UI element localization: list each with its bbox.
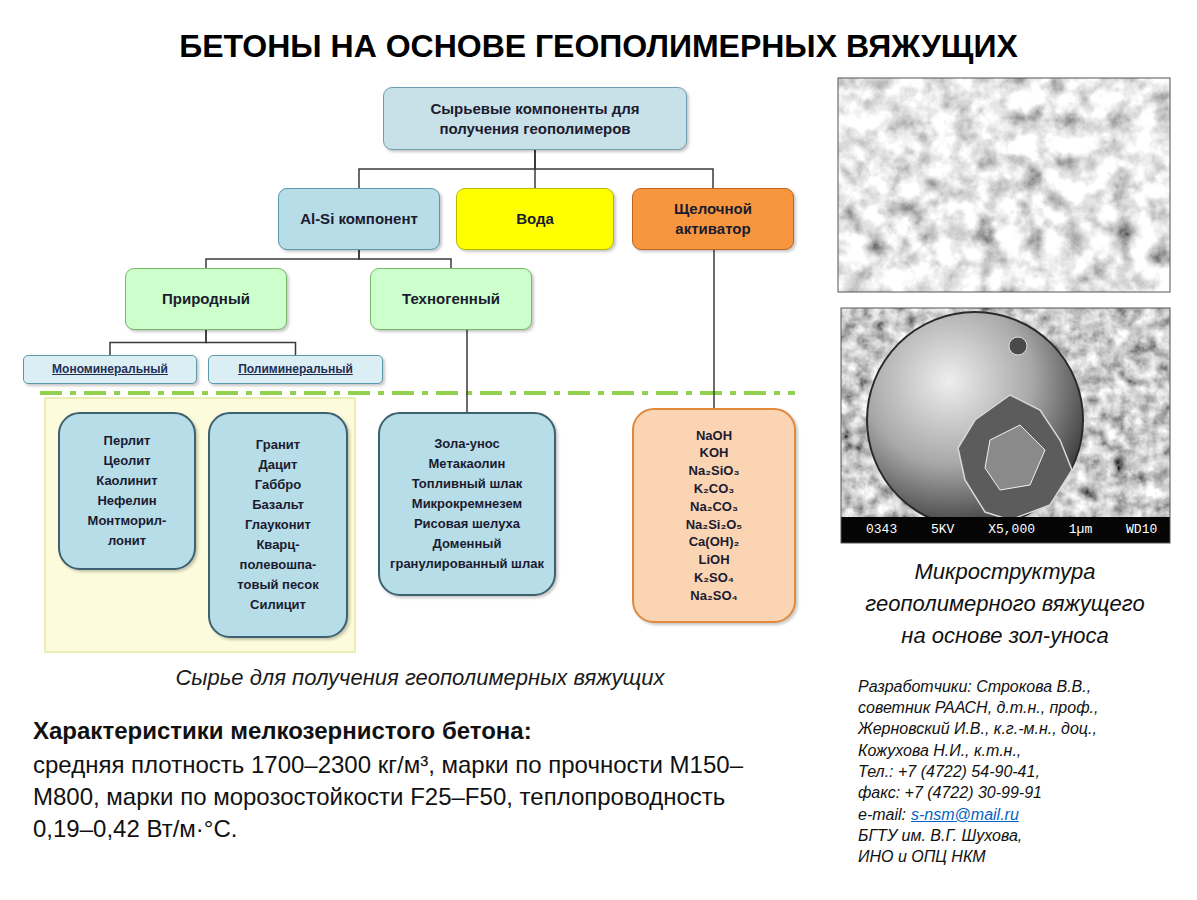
ash-sphere [867, 312, 1083, 528]
photo-frame [841, 308, 1170, 543]
tree-connector [535, 150, 713, 188]
tree-connector [359, 150, 535, 188]
box-text: Рисовая шелуха [388, 514, 546, 534]
box-text: Na₂SiO₃ [642, 462, 786, 480]
box-text: Na₂Si₂O₅ [642, 516, 786, 534]
contact-line: e-mail: [858, 805, 906, 825]
box-text: Топливный шлак [388, 474, 546, 494]
organisation-line: БГТУ им. В.Г. Шухова, [858, 826, 1022, 846]
box-text: Щелочной активатор [641, 199, 785, 239]
box-text: Природный [134, 289, 278, 309]
type-box: Мономинеральный [23, 355, 197, 384]
sem-scale-info: 0343 5KV X5,000 1µm WD10 [866, 522, 1157, 538]
box-text: Вода [465, 209, 605, 229]
activator-list: NaOHKOHNa₂SiO₃K₂CO₃Na₂CO₃Na₂Si₂O₅Ca(OH)₂… [632, 408, 796, 623]
box-text: Na₂SO₄ [642, 587, 786, 605]
tree-connector [466, 330, 468, 412]
sem-photo [841, 308, 1170, 543]
origin-box: Природный [125, 268, 287, 330]
category-box: Вода [456, 188, 614, 250]
developer-line: Жерновский И.В., к.г.-м.н., доц., [858, 719, 1097, 739]
tree-connector [206, 250, 359, 268]
box-text: Доменный гранулированный шлак [388, 534, 546, 574]
page-title: БЕТОНЫ НА ОСНОВЕ ГЕОПОЛИМЕРНЫХ ВЯЖУЩИХ [0, 26, 1197, 66]
box-text: Базальт [218, 495, 338, 515]
photo-caption: Микроструктура геополимерного вяжущего н… [860, 556, 1150, 652]
box-text: Кварц- полевошпа- товый песок [218, 535, 338, 595]
category-box: Al-Si компонент [278, 188, 440, 250]
origin-box: Техногенный [370, 268, 532, 330]
contact-line: Тел.: +7 (4722) 54-90-41, [858, 762, 1040, 782]
tree-connector [359, 250, 451, 268]
box-text: Монтморил- лонит [68, 511, 186, 551]
box-text: K₂SO₄ [642, 569, 786, 587]
box-text: Мономинеральный [30, 362, 190, 377]
email-link: s-nsm@mail.ru [911, 805, 1019, 825]
box-text: Метакаолин [388, 454, 546, 474]
box-text: Габбро [218, 475, 338, 495]
sphere-fracture [958, 395, 1072, 520]
box-text: Нефелин [68, 491, 186, 511]
spec-text: средняя плотность 1700–2300 кг/м³, марки… [33, 749, 763, 845]
box-text: Зола-унос [388, 434, 546, 454]
box-text: Гранит [218, 435, 338, 455]
natural-zone-band [45, 398, 355, 652]
box-text: NaOH [642, 427, 786, 445]
box-text: Na₂CO₃ [642, 498, 786, 516]
box-text: Сырьевые компоненты для получения геопол… [402, 99, 668, 139]
tree-connector [206, 330, 296, 355]
material-list: Зола-уносМетакаолинТопливный шлакМикрокр… [378, 412, 556, 596]
box-text: Ca(OH)₂ [642, 533, 786, 551]
sem-photo [838, 78, 1170, 292]
diagram-caption: Сырье для получения геополимерных вяжущи… [60, 664, 780, 692]
box-text: Каолинит [68, 471, 186, 491]
developer-line: советник РААСН, д.т.н., проф., [858, 698, 1098, 718]
root-box: Сырьевые компоненты для получения геопол… [383, 87, 687, 150]
box-text: KOH [642, 444, 786, 462]
category-box: Щелочной активатор [632, 188, 794, 250]
box-text: LiOH [642, 551, 786, 569]
box-text: Микрокремнезем [388, 494, 546, 514]
sem-info-bar [841, 517, 1170, 543]
developer-line: Кожухова Н.И., к.т.н., [858, 741, 1021, 761]
spec-heading: Характеристики мелкозернистого бетона: [33, 716, 532, 746]
box-text: Дацит [218, 455, 338, 475]
material-list: ГранитДацитГабброБазальтГлауконитКварц- … [208, 412, 348, 638]
material-list: ПерлитЦеолитКаолинитНефелинМонтморил- ло… [58, 412, 196, 570]
dash-dot-divider [40, 391, 795, 395]
contact-line: факс: +7 (4722) 30-99-91 [858, 783, 1042, 803]
box-text: Цеолит [68, 451, 186, 471]
fracture-debris [985, 425, 1045, 490]
tree-connector [110, 330, 206, 355]
box-text: Al-Si компонент [287, 209, 431, 229]
box-text: Полиминеральный [215, 362, 376, 377]
box-text: K₂CO₃ [642, 480, 786, 498]
organisation-line: ИНО и ОПЦ НКМ [858, 847, 986, 867]
tree-connector [713, 250, 715, 408]
box-text: Силицит [218, 595, 338, 615]
box-text: Техногенный [379, 289, 523, 309]
type-box: Полиминеральный [208, 355, 383, 384]
developer-line: Разработчики: Строкова В.В., [858, 677, 1091, 697]
box-text: Перлит [68, 431, 186, 451]
sphere-pore [1009, 337, 1027, 355]
photo-frame [838, 78, 1170, 292]
box-text: Глауконит [218, 515, 338, 535]
